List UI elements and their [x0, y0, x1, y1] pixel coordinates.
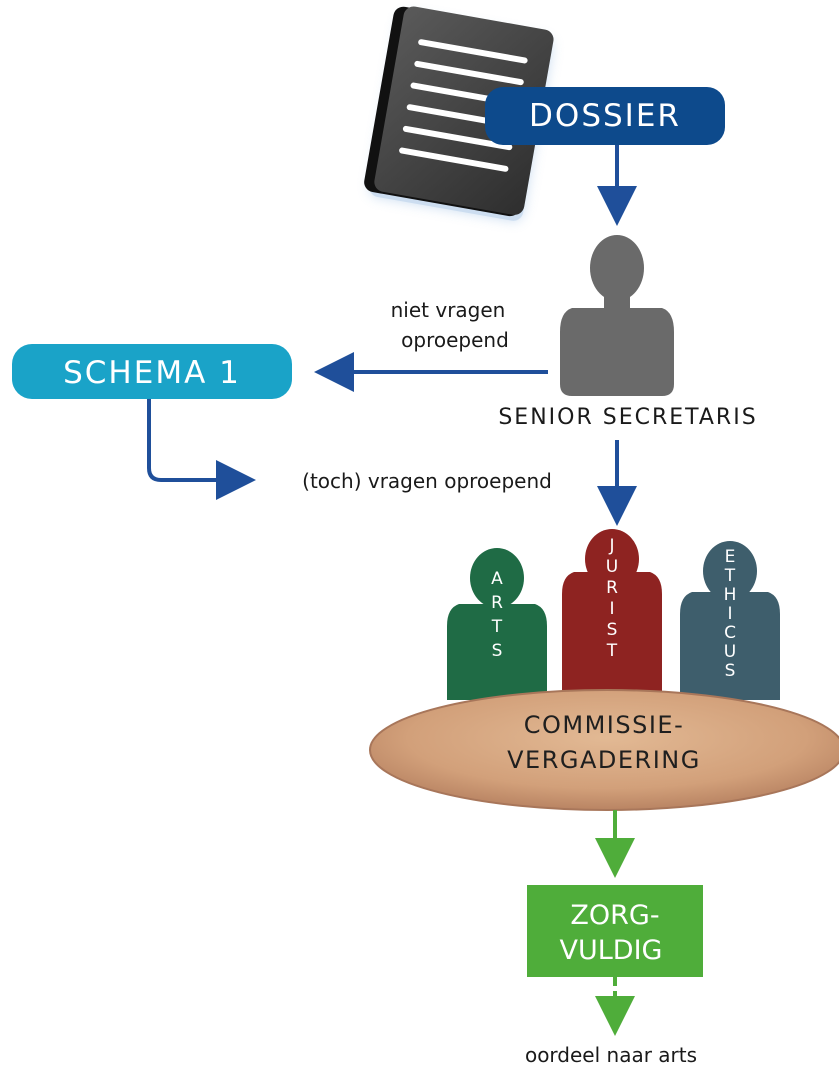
member-letter: I	[727, 604, 732, 624]
careful-line2: VULDIG	[560, 935, 663, 966]
member-body	[680, 592, 780, 700]
member-letter: R	[491, 593, 503, 613]
careful-node: ZORG- VULDIG	[527, 885, 703, 977]
member-letter: T	[491, 617, 503, 637]
document-icon	[364, 6, 554, 221]
meeting-line2: VERGADERING	[507, 746, 701, 774]
member-letter: H	[724, 585, 737, 605]
member-letter: J	[608, 536, 614, 556]
member-head	[470, 548, 524, 608]
member-body	[562, 572, 662, 700]
member-letter: S	[607, 620, 618, 640]
member-letter: C	[724, 623, 736, 643]
verdict-label: oordeel naar arts	[525, 1043, 697, 1067]
schema-label: SCHEMA 1	[63, 355, 241, 391]
schema-node: SCHEMA 1	[12, 344, 292, 399]
member-letter: U	[724, 642, 736, 662]
not-questions-line2: oproepend	[401, 328, 509, 352]
secretary-label: SENIOR SECRETARIS	[498, 405, 757, 430]
member-head	[703, 541, 757, 601]
member-letter: S	[492, 641, 503, 661]
meeting-table: COMMISSIE- VERGADERING	[369, 689, 839, 811]
arrow-schema-to-questions	[147, 399, 256, 500]
member-letter: U	[606, 557, 618, 577]
member-letter: E	[725, 547, 736, 567]
member-letter: R	[606, 578, 618, 598]
member-letter: T	[606, 641, 618, 661]
member-letter: I	[609, 599, 614, 619]
member-letter: S	[725, 661, 736, 681]
dossier-label: DOSSIER	[529, 98, 681, 134]
member-body	[447, 604, 547, 700]
member-letter: T	[724, 566, 736, 586]
meeting-line1: COMMISSIE-	[524, 711, 685, 739]
dossier-pill	[485, 87, 725, 145]
careful-box	[527, 885, 703, 977]
still-questions-label: (toch) vragen oproepend	[302, 469, 552, 493]
member-letter: A	[491, 569, 503, 589]
not-questions-line1: niet vragen	[391, 298, 506, 322]
dossier-node: DOSSIER	[485, 87, 725, 145]
careful-line1: ZORG-	[570, 900, 659, 931]
schema-pill	[12, 344, 292, 399]
person-icon	[560, 235, 674, 396]
